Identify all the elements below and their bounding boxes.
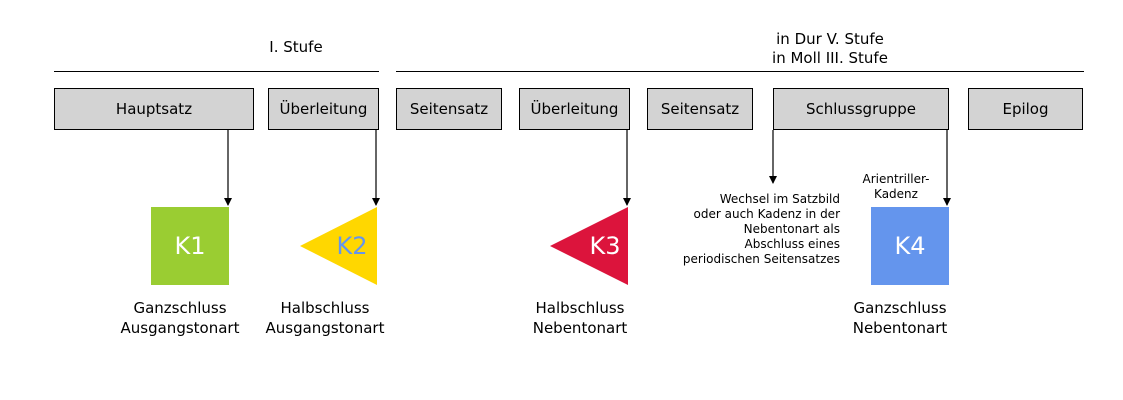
- note-arientriller-kadenz: Arientriller- Kadenz: [846, 172, 946, 202]
- caption-k3: Halbschluss Nebentonart: [500, 298, 660, 338]
- rule-second-region: [396, 71, 1084, 72]
- cadence-k2-shape: [300, 207, 377, 285]
- caption-k4: Ganzschluss Nebentonart: [820, 298, 980, 338]
- cadence-k3-label: K3: [589, 232, 620, 260]
- header-second-stage-line2: in Moll III. Stufe: [772, 49, 888, 67]
- caption-k1: Ganzschluss Ausgangstonart: [100, 298, 260, 338]
- caption-k2: Halbschluss Ausgangstonart: [245, 298, 405, 338]
- section-epilog: Epilog: [968, 88, 1083, 130]
- section-seitensatz-2: Seitensatz: [647, 88, 753, 130]
- cadence-k1-label: K1: [174, 232, 205, 260]
- note-line: periodischen Seitensatzes: [682, 252, 840, 266]
- note-line: Kadenz: [874, 187, 918, 201]
- cadence-k1-shape: [151, 207, 229, 285]
- header-second-stage-line1: in Dur V. Stufe: [776, 30, 884, 48]
- caption-line: Ganzschluss: [133, 299, 227, 317]
- note-line: Arientriller-: [862, 172, 930, 186]
- caption-line: Ausgangstonart: [265, 319, 385, 337]
- section-schlussgruppe: Schlussgruppe: [773, 88, 949, 130]
- note-line: Wechsel im Satzbild: [719, 192, 840, 206]
- rule-tonic-region: [54, 71, 379, 72]
- section-ueberleitung-1: Überleitung: [268, 88, 379, 130]
- caption-line: Nebentonart: [852, 319, 948, 337]
- section-hauptsatz: Hauptsatz: [54, 88, 254, 130]
- cadence-k4-shape: [871, 207, 949, 285]
- caption-line: Halbschluss: [535, 299, 625, 317]
- cadence-k4-label: K4: [894, 232, 925, 260]
- caption-line: Nebentonart: [532, 319, 628, 337]
- note-line: Nebentonart als: [743, 222, 840, 236]
- cadence-k3-shape: [550, 207, 628, 285]
- cadence-k2-label: K2: [336, 232, 367, 260]
- header-tonic-stage: I. Stufe: [269, 38, 323, 56]
- note-satzbild-wechsel: Wechsel im Satzbild oder auch Kadenz in …: [620, 192, 840, 267]
- note-line: Abschluss eines: [744, 237, 841, 251]
- note-line: oder auch Kadenz in der: [693, 207, 840, 221]
- caption-line: Halbschluss: [280, 299, 370, 317]
- section-ueberleitung-2: Überleitung: [519, 88, 630, 130]
- section-seitensatz-1: Seitensatz: [396, 88, 502, 130]
- caption-line: Ganzschluss: [853, 299, 947, 317]
- caption-line: Ausgangstonart: [120, 319, 240, 337]
